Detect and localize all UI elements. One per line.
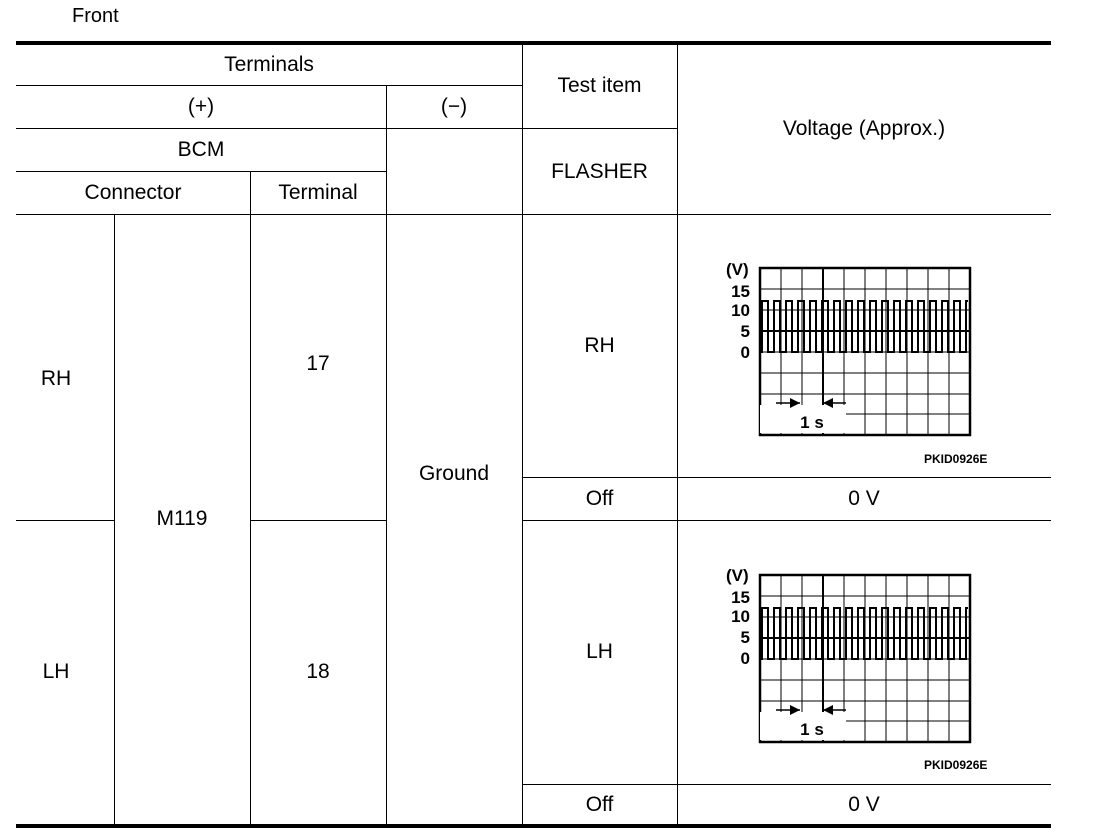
table-bottom-rule <box>16 824 1051 828</box>
scope-tick: 15 <box>731 282 750 301</box>
ground-value: Ground <box>418 462 490 485</box>
header-voltage: Voltage (Approx.) <box>782 117 946 140</box>
header-test-item: Test item <box>557 74 642 97</box>
line <box>16 214 1051 215</box>
header-terminals: Terminals <box>224 52 314 76</box>
line <box>16 85 522 86</box>
connector-value: M119 <box>156 507 208 530</box>
test-off-rh: Off <box>585 487 614 510</box>
test-off-lh: Off <box>585 792 614 816</box>
page-caption: Front <box>72 5 119 27</box>
voltage-off-lh: 0 V <box>848 792 880 816</box>
side-label-lh: LH <box>42 660 70 683</box>
header-terminal: Terminal <box>278 181 358 204</box>
line <box>16 128 677 129</box>
line <box>522 784 1051 785</box>
header-minus: (−) <box>440 95 468 118</box>
line <box>16 520 115 521</box>
line <box>522 41 523 824</box>
header-plus: (+) <box>187 95 215 118</box>
terminal-18: 18 <box>306 660 330 683</box>
scope-tick: 5 <box>741 628 750 647</box>
scope-unit: (V) <box>726 566 749 585</box>
scope-unit: (V) <box>726 260 749 279</box>
line <box>250 171 251 824</box>
voltage-off-rh: 0 V <box>848 487 880 510</box>
header-unit: BCM <box>177 138 225 161</box>
scope-tick: 15 <box>731 588 750 607</box>
line <box>677 41 678 824</box>
scope-time-label: 1 s <box>800 413 824 432</box>
scope-tick: 0 <box>741 649 750 668</box>
side-label-rh: RH <box>40 367 72 390</box>
scope-tick: 5 <box>741 322 750 341</box>
line <box>16 171 386 172</box>
test-item-value: FLASHER <box>551 159 648 183</box>
scope-time-label: 1 s <box>800 720 824 739</box>
line <box>114 214 115 824</box>
line <box>522 520 1051 521</box>
figure-code-lh: PKID0926E <box>924 758 988 772</box>
scope-tick: 10 <box>731 301 750 320</box>
test-on-rh: RH <box>584 333 615 357</box>
line <box>386 85 387 824</box>
header-connector: Connector <box>84 181 182 204</box>
line <box>522 477 1051 478</box>
terminal-17: 17 <box>306 352 330 375</box>
figure-code-rh: PKID0926E <box>924 452 988 466</box>
table-top-rule <box>16 41 1051 45</box>
scope-tick: 10 <box>731 607 750 626</box>
line <box>250 520 386 521</box>
scope-tick: 0 <box>741 343 750 362</box>
test-on-lh: LH <box>586 640 613 663</box>
